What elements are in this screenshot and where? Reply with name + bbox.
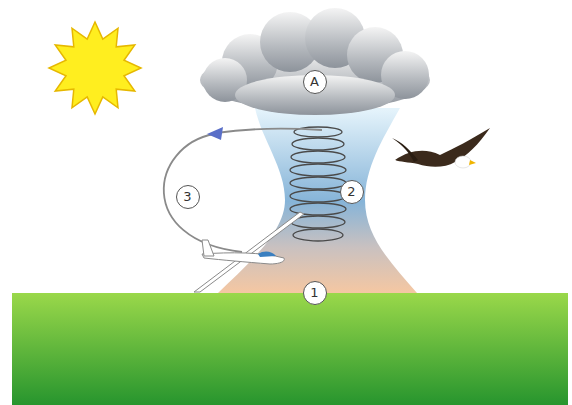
callout-number: 3 bbox=[176, 185, 200, 209]
callout-number: A bbox=[303, 70, 327, 94]
glider bbox=[194, 212, 304, 292]
ground bbox=[12, 293, 568, 405]
callout-number: 1 bbox=[303, 281, 327, 305]
arrow-head bbox=[207, 127, 223, 140]
glide-path bbox=[216, 129, 322, 133]
cumulus-cloud bbox=[200, 8, 430, 115]
spiral-climb bbox=[290, 127, 346, 241]
thermal-column bbox=[218, 108, 417, 293]
callout-number: 2 bbox=[340, 180, 364, 204]
glide-path bbox=[164, 134, 242, 252]
eagle bbox=[388, 128, 490, 168]
sun bbox=[49, 22, 141, 114]
